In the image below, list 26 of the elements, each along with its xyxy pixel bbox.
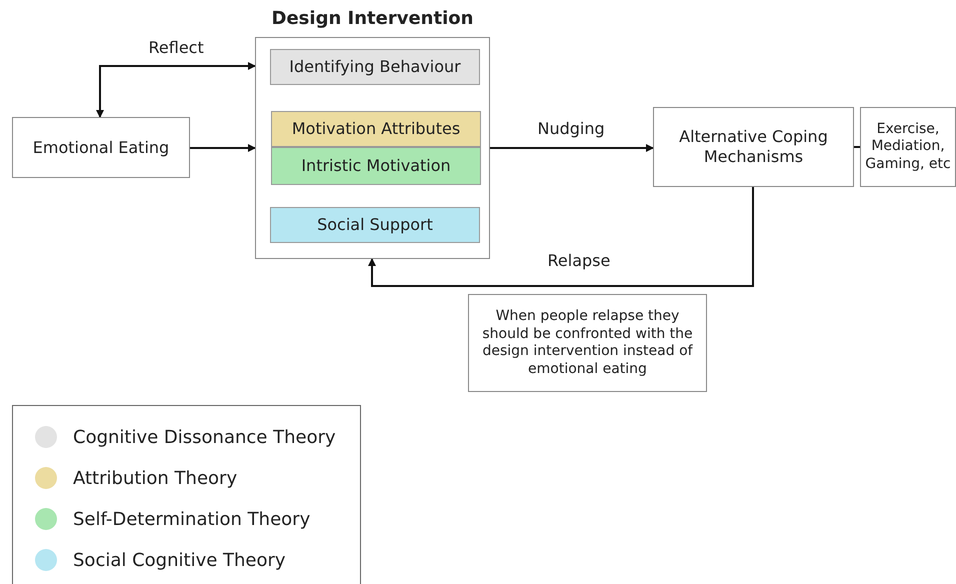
process-box [860,107,956,187]
note-box [468,294,707,392]
arrow [368,187,754,287]
process-box [270,49,480,85]
arrow [96,62,256,118]
process-box [271,147,481,185]
legend-label: Cognitive Dissonance Theory [73,426,336,448]
node-label: Motivation Attributes [292,119,460,139]
arrow [190,144,256,152]
process-box [12,117,190,178]
node-label: Exercise, Mediation, Gaming, etc [864,120,952,174]
process-box [653,107,854,187]
arrow [490,144,654,152]
legend-label: Self-Determination Theory [73,508,310,530]
process-box [270,207,480,243]
note-text: When people relapse they should be confronted with the design intervention instead of emotional eating [481,308,694,378]
node-label: Alternative Coping Mechanisms [678,127,829,167]
node-label: Social Support [317,215,433,235]
node-label: Emotional Eating [32,138,170,158]
group-heading: Design Intervention [270,8,474,29]
legend-label: Attribution Theory [73,468,238,488]
node-label: Intristic Motivation [301,156,451,176]
legend-label: Social Cognitive Theory [73,550,286,570]
node-label: Identifying Behaviour [289,57,461,77]
process-box [271,111,481,147]
connector-line [854,146,860,148]
